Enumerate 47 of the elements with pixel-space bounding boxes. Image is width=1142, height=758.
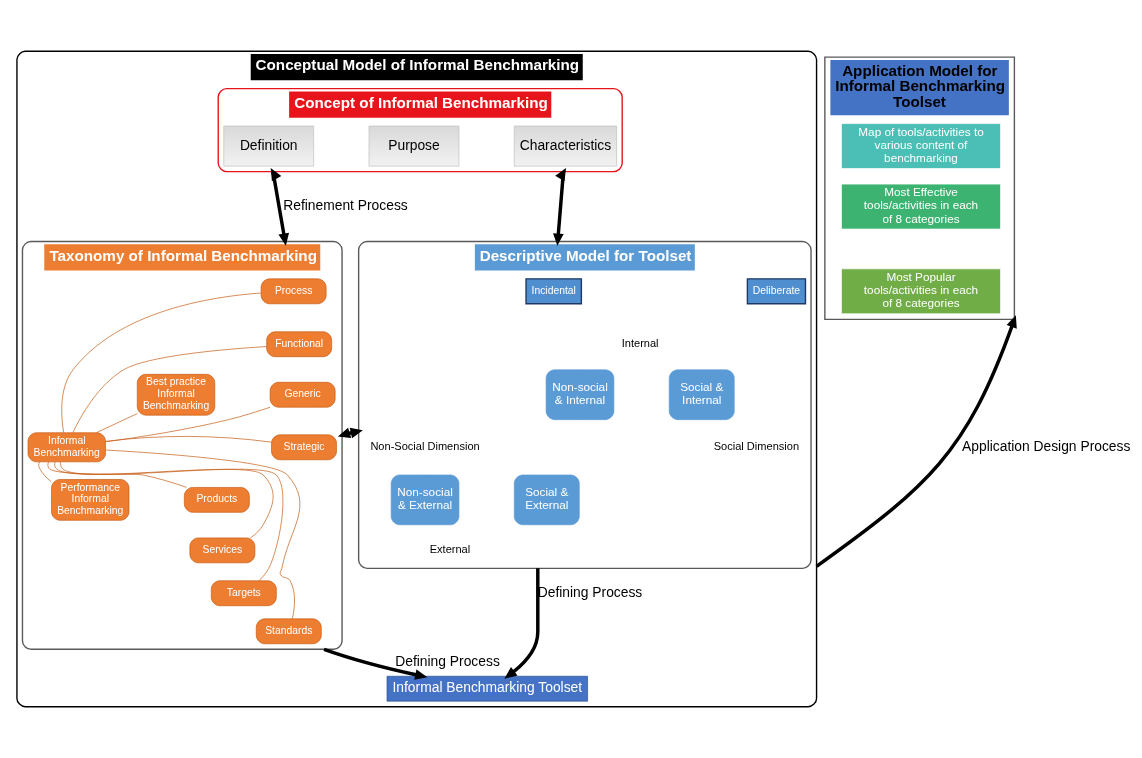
label: Internal <box>621 336 659 349</box>
arrow <box>553 167 567 246</box>
node-box: Process <box>260 278 327 305</box>
node-box: Social & External <box>513 474 580 526</box>
node-box: Services <box>189 537 256 564</box>
node-box: Purpose <box>368 125 460 167</box>
connector <box>72 346 267 433</box>
connector <box>105 449 301 620</box>
connector <box>61 292 262 433</box>
edge-label: Refinement Process <box>283 197 408 214</box>
edge-label: Defining Process <box>537 583 643 600</box>
label: Non-Social Dimension <box>370 439 480 452</box>
arrow <box>323 647 428 680</box>
node-box: Most Popular tools/activities in each of 8 categories <box>841 268 1001 315</box>
node-box: Non-social & Internal <box>545 369 615 420</box>
node-box: Standards <box>255 618 322 645</box>
arrow <box>504 568 540 679</box>
node-box: Generic <box>269 381 336 408</box>
node-box: Targets <box>210 580 277 607</box>
connector <box>38 461 52 483</box>
node-box: Incidental <box>525 278 583 305</box>
edge-label: Application Design Process <box>962 437 1131 454</box>
node-box: Informal Benchmarking Toolset <box>386 675 588 702</box>
node-box: Social & Internal <box>668 369 735 420</box>
arrow <box>270 167 290 246</box>
node-box: Map of tools/activities to various content of benchmarking <box>841 123 1001 169</box>
connector <box>96 413 138 433</box>
node-box: Deliberate <box>746 278 807 305</box>
node-box: Performance Informal Benchmarking <box>51 479 130 521</box>
connector <box>105 436 272 443</box>
label: External <box>429 543 471 555</box>
edge-label: Defining Process <box>395 652 500 669</box>
node-box: Products <box>184 487 250 513</box>
node-box: Best practice Informal Benchmarking <box>136 374 216 416</box>
node-box: Functional <box>266 331 332 358</box>
label: Social Dimension <box>713 439 800 452</box>
node-box: Informal Benchmarking <box>27 432 106 463</box>
connector <box>105 406 271 443</box>
node-box: Most Effective tools/activities in each of 8 categories <box>841 183 1001 230</box>
connector <box>54 461 274 539</box>
node-box: Definition <box>223 125 315 167</box>
connector <box>47 461 187 488</box>
connector <box>60 461 284 582</box>
node-box: Strategic <box>271 434 337 461</box>
arrow <box>815 315 1017 568</box>
node-box: Non-social & External <box>390 474 460 526</box>
node-box: Characteristics <box>513 125 617 167</box>
